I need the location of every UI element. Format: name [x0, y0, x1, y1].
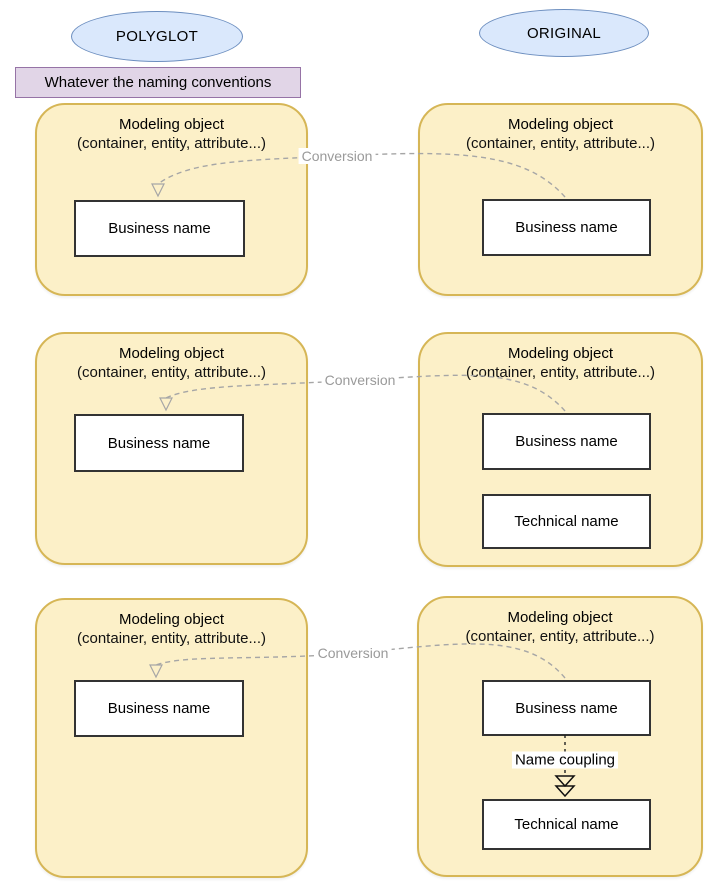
- business-name-label: Business name: [107, 700, 211, 717]
- conversion-label: Conversion: [298, 148, 376, 164]
- modeling-object-subtitle: (container, entity, attribute...): [77, 630, 266, 647]
- conversion-label: Conversion: [314, 645, 392, 661]
- polyglot-badge-label: POLYGLOT: [115, 28, 199, 45]
- business-name-box: Business name: [482, 413, 651, 470]
- row1-original-modeling-object: Modeling object (container, entity, attr…: [418, 103, 703, 296]
- modeling-object-title: Modeling object: [118, 345, 225, 362]
- original-badge: ORIGINAL: [479, 9, 649, 57]
- business-name-label: Business name: [515, 699, 618, 717]
- conversion-label: Conversion: [321, 372, 399, 388]
- row3-original-modeling-object: Modeling object (container, entity, attr…: [417, 596, 703, 877]
- modeling-object-heading: Modeling object (container, entity, attr…: [37, 115, 306, 153]
- modeling-object-title: Modeling object: [507, 345, 614, 362]
- modeling-object-subtitle: (container, entity, attribute...): [77, 364, 266, 381]
- modeling-object-subtitle: (container, entity, attribute...): [466, 135, 655, 152]
- modeling-object-heading: Modeling object (container, entity, attr…: [420, 115, 701, 153]
- business-name-box: Business name: [482, 199, 651, 256]
- modeling-object-heading: Modeling object (container, entity, attr…: [37, 344, 306, 382]
- business-name-box: Business name: [74, 680, 244, 737]
- technical-name-box: Technical name: [482, 494, 651, 549]
- technical-name-label: Technical name: [514, 816, 619, 833]
- modeling-object-title: Modeling object: [507, 116, 614, 133]
- business-name-box: Business name: [74, 200, 245, 257]
- row1-polyglot-modeling-object: Modeling object (container, entity, attr…: [35, 103, 308, 296]
- technical-name-label: Technical name: [514, 513, 619, 530]
- business-name-label: Business name: [108, 220, 211, 237]
- naming-conventions-note: Whatever the naming conventions: [15, 67, 301, 98]
- business-name-label: Business name: [515, 219, 618, 236]
- polyglot-badge: POLYGLOT: [71, 11, 243, 62]
- business-name-label: Business name: [107, 434, 211, 452]
- technical-name-box: Technical name: [482, 799, 651, 850]
- naming-conventions-note-label: Whatever the naming conventions: [44, 74, 272, 91]
- modeling-object-subtitle: (container, entity, attribute...): [77, 135, 266, 152]
- row3-polyglot-modeling-object: Modeling object (container, entity, attr…: [35, 598, 308, 878]
- modeling-object-title: Modeling object: [507, 609, 613, 626]
- modeling-object-heading: Modeling object (container, entity, attr…: [420, 344, 701, 382]
- business-name-box: Business name: [482, 680, 651, 736]
- modeling-object-subtitle: (container, entity, attribute...): [466, 364, 655, 381]
- row2-polyglot-modeling-object: Modeling object (container, entity, attr…: [35, 332, 308, 565]
- modeling-object-heading: Modeling object (container, entity, attr…: [419, 608, 701, 646]
- original-badge-label: ORIGINAL: [526, 24, 602, 42]
- row2-original-modeling-object: Modeling object (container, entity, attr…: [418, 332, 703, 567]
- modeling-object-title: Modeling object: [118, 611, 225, 628]
- business-name-box: Business name: [74, 414, 244, 472]
- name-coupling-label: Name coupling: [511, 751, 619, 769]
- modeling-object-heading: Modeling object (container, entity, attr…: [37, 610, 306, 648]
- modeling-object-subtitle: (container, entity, attribute...): [465, 628, 655, 645]
- business-name-label: Business name: [515, 433, 618, 450]
- modeling-object-title: Modeling object: [118, 116, 225, 133]
